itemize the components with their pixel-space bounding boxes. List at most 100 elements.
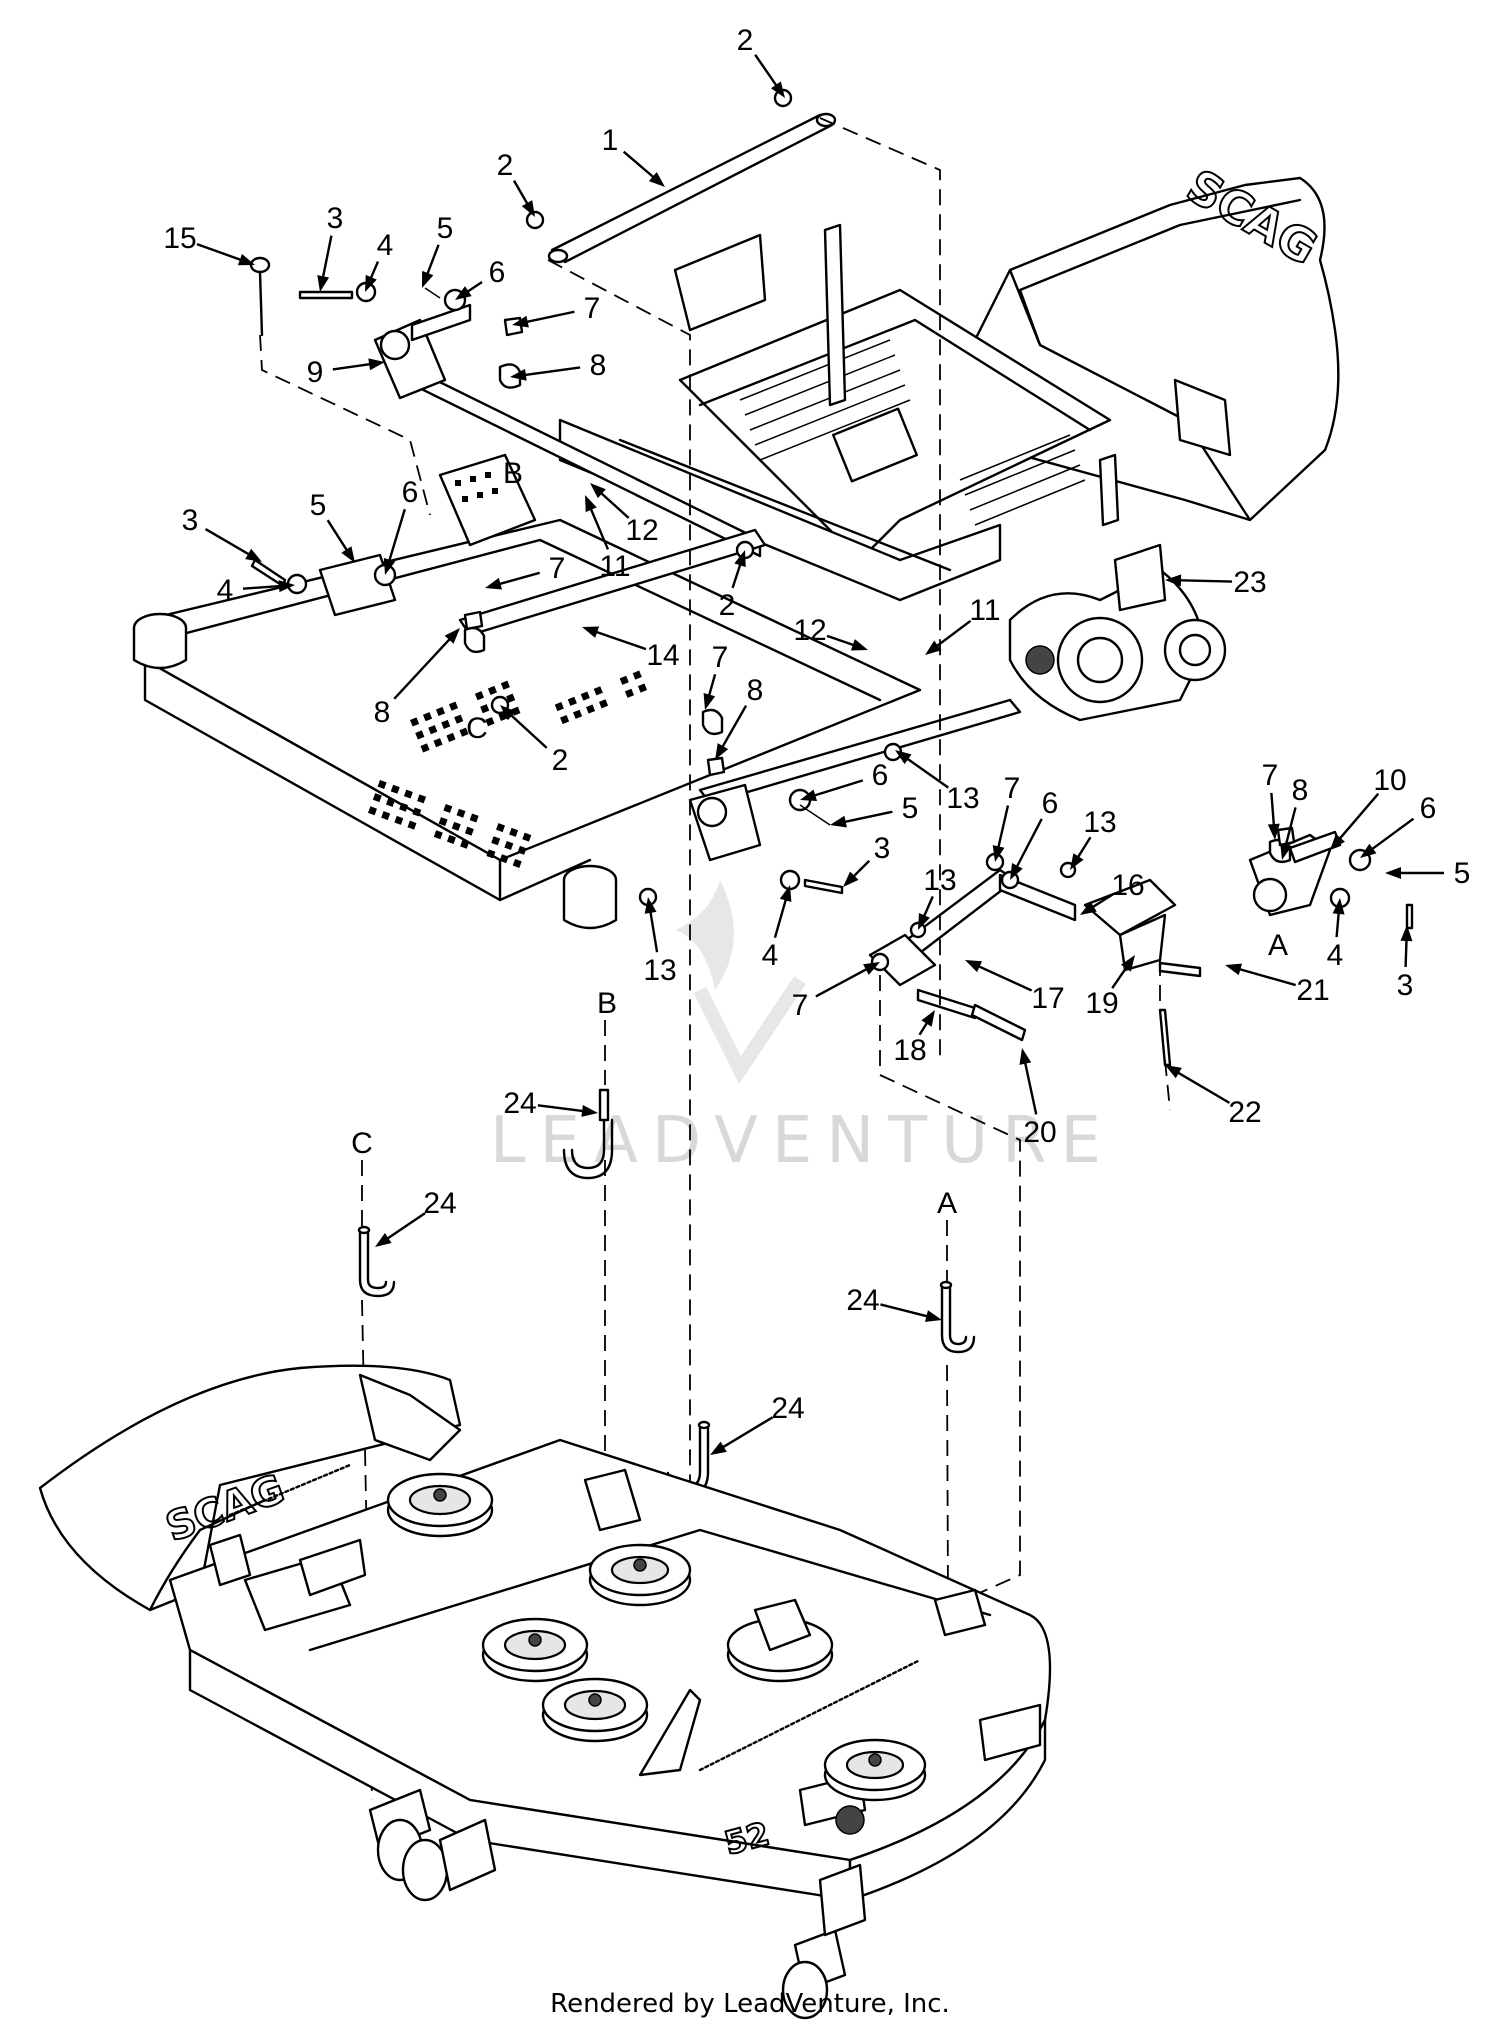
leader-line [386,508,406,566]
leader-arrowhead [485,577,503,590]
leader-arrowhead [925,640,942,655]
callout-7: 7 [792,962,880,1022]
part-number-label: 10 [1373,764,1406,797]
leader-line [717,1416,774,1451]
part-number-label: 3 [874,832,891,865]
reference-letter-B: B [503,457,523,490]
leader-arrowhead [1010,863,1023,880]
leader-line [622,150,659,182]
reference-letter-A: A [937,1187,957,1220]
leader-arrowhead [1360,843,1377,858]
callout-24: 24 [710,1392,805,1455]
part-number-label: 5 [1454,857,1471,890]
leader-line [902,754,949,789]
leader-arrowhead [422,270,434,288]
leader-line [809,779,864,799]
leader-arrowhead [850,639,868,651]
callout-15: 15 [163,222,255,266]
part-number-label: 18 [893,1034,926,1067]
leader-line [393,634,455,700]
lift-arm-10 [1248,826,1414,930]
leader-line [587,503,610,550]
callout-18: 18 [893,1010,935,1067]
callout-14: 14 [582,626,680,672]
part-number-label: 13 [923,864,956,897]
leader-arrowhead [800,789,818,801]
leader-line [326,519,351,556]
part-number-label: 7 [1004,772,1021,805]
callout-12: 12 [793,614,868,651]
leader-arrowhead [715,743,729,760]
leader-arrowhead [1267,823,1280,840]
callout-8: 8 [374,628,460,729]
leader-arrowhead [703,692,716,710]
foot-tray-perforations [368,670,648,868]
callout-3: 3 [317,202,343,292]
callout-4: 4 [217,574,295,607]
callout-6: 6 [800,759,888,801]
callout-24: 24 [846,1284,942,1322]
part-number-label: 6 [489,256,506,289]
leader-arrowhead [585,495,597,513]
leader-line [973,963,1033,992]
part-number-label: 2 [497,149,514,182]
leader-arrowhead [368,358,385,371]
leader-arrowhead [1120,955,1135,972]
leader-arrowhead [317,275,330,292]
leader-arrowhead [581,1105,598,1117]
mower-deck: SCAG 52 [38,1364,1052,2020]
nut-2-top [773,88,793,108]
part-number-label: 2 [552,744,569,777]
part-number-label: 6 [402,476,419,509]
callout-6: 6 [1360,792,1436,858]
leader-line [773,894,789,939]
callout-7: 7 [992,772,1021,862]
callout-6: 6 [455,256,505,300]
part-number-label: 8 [590,349,607,382]
leader-arrowhead [843,871,859,887]
part-number-label: 11 [969,594,1000,627]
leader-arrowhead [1332,898,1345,915]
leader-arrowhead [278,580,295,593]
reference-letter-C: C [466,712,488,745]
callout-2: 2 [500,705,568,777]
callout-4: 4 [1327,898,1345,972]
part-number-label: 19 [1085,987,1118,1020]
leader-arrowhead [1080,901,1097,915]
part-number-label: 7 [792,989,809,1022]
callout-7: 7 [1262,759,1280,840]
part-number-label: 5 [902,792,919,825]
leader-line [754,54,781,91]
part-number-label: 5 [437,212,454,245]
leader-line [839,810,893,825]
leader-line [1022,1057,1038,1115]
part-number-label: 6 [1420,792,1437,825]
part-number-label: 7 [549,552,566,585]
callout-13: 13 [643,897,677,987]
callout-3: 3 [182,504,262,562]
callout-3: 3 [1397,925,1413,1002]
leader-arrowhead [644,897,657,914]
leader-line [1283,807,1297,851]
leader-line [1234,966,1297,987]
callout-13: 13 [918,864,957,930]
watermark: LEADVENTURE [490,880,1101,1178]
leader-arrowhead [921,1010,935,1027]
part-number-label: 15 [163,222,196,255]
part-number-label: 3 [327,202,344,235]
leader-arrowhead [383,557,396,575]
callout-13: 13 [895,750,980,815]
part-number-label: 11 [599,550,630,583]
callout-24: 24 [503,1087,598,1120]
leader-arrowhead [1385,867,1401,879]
hydro-pumps [1008,543,1227,722]
part-number-label: 20 [1023,1116,1056,1149]
callout-5: 5 [310,489,355,563]
part-number-label: 13 [643,954,676,987]
part-number-label: 22 [1228,1096,1261,1129]
callout-17: 17 [965,960,1065,1015]
part-number-label: 4 [1327,939,1344,972]
leader-arrowhead [1400,925,1413,942]
part-number-label: 1 [602,124,619,157]
